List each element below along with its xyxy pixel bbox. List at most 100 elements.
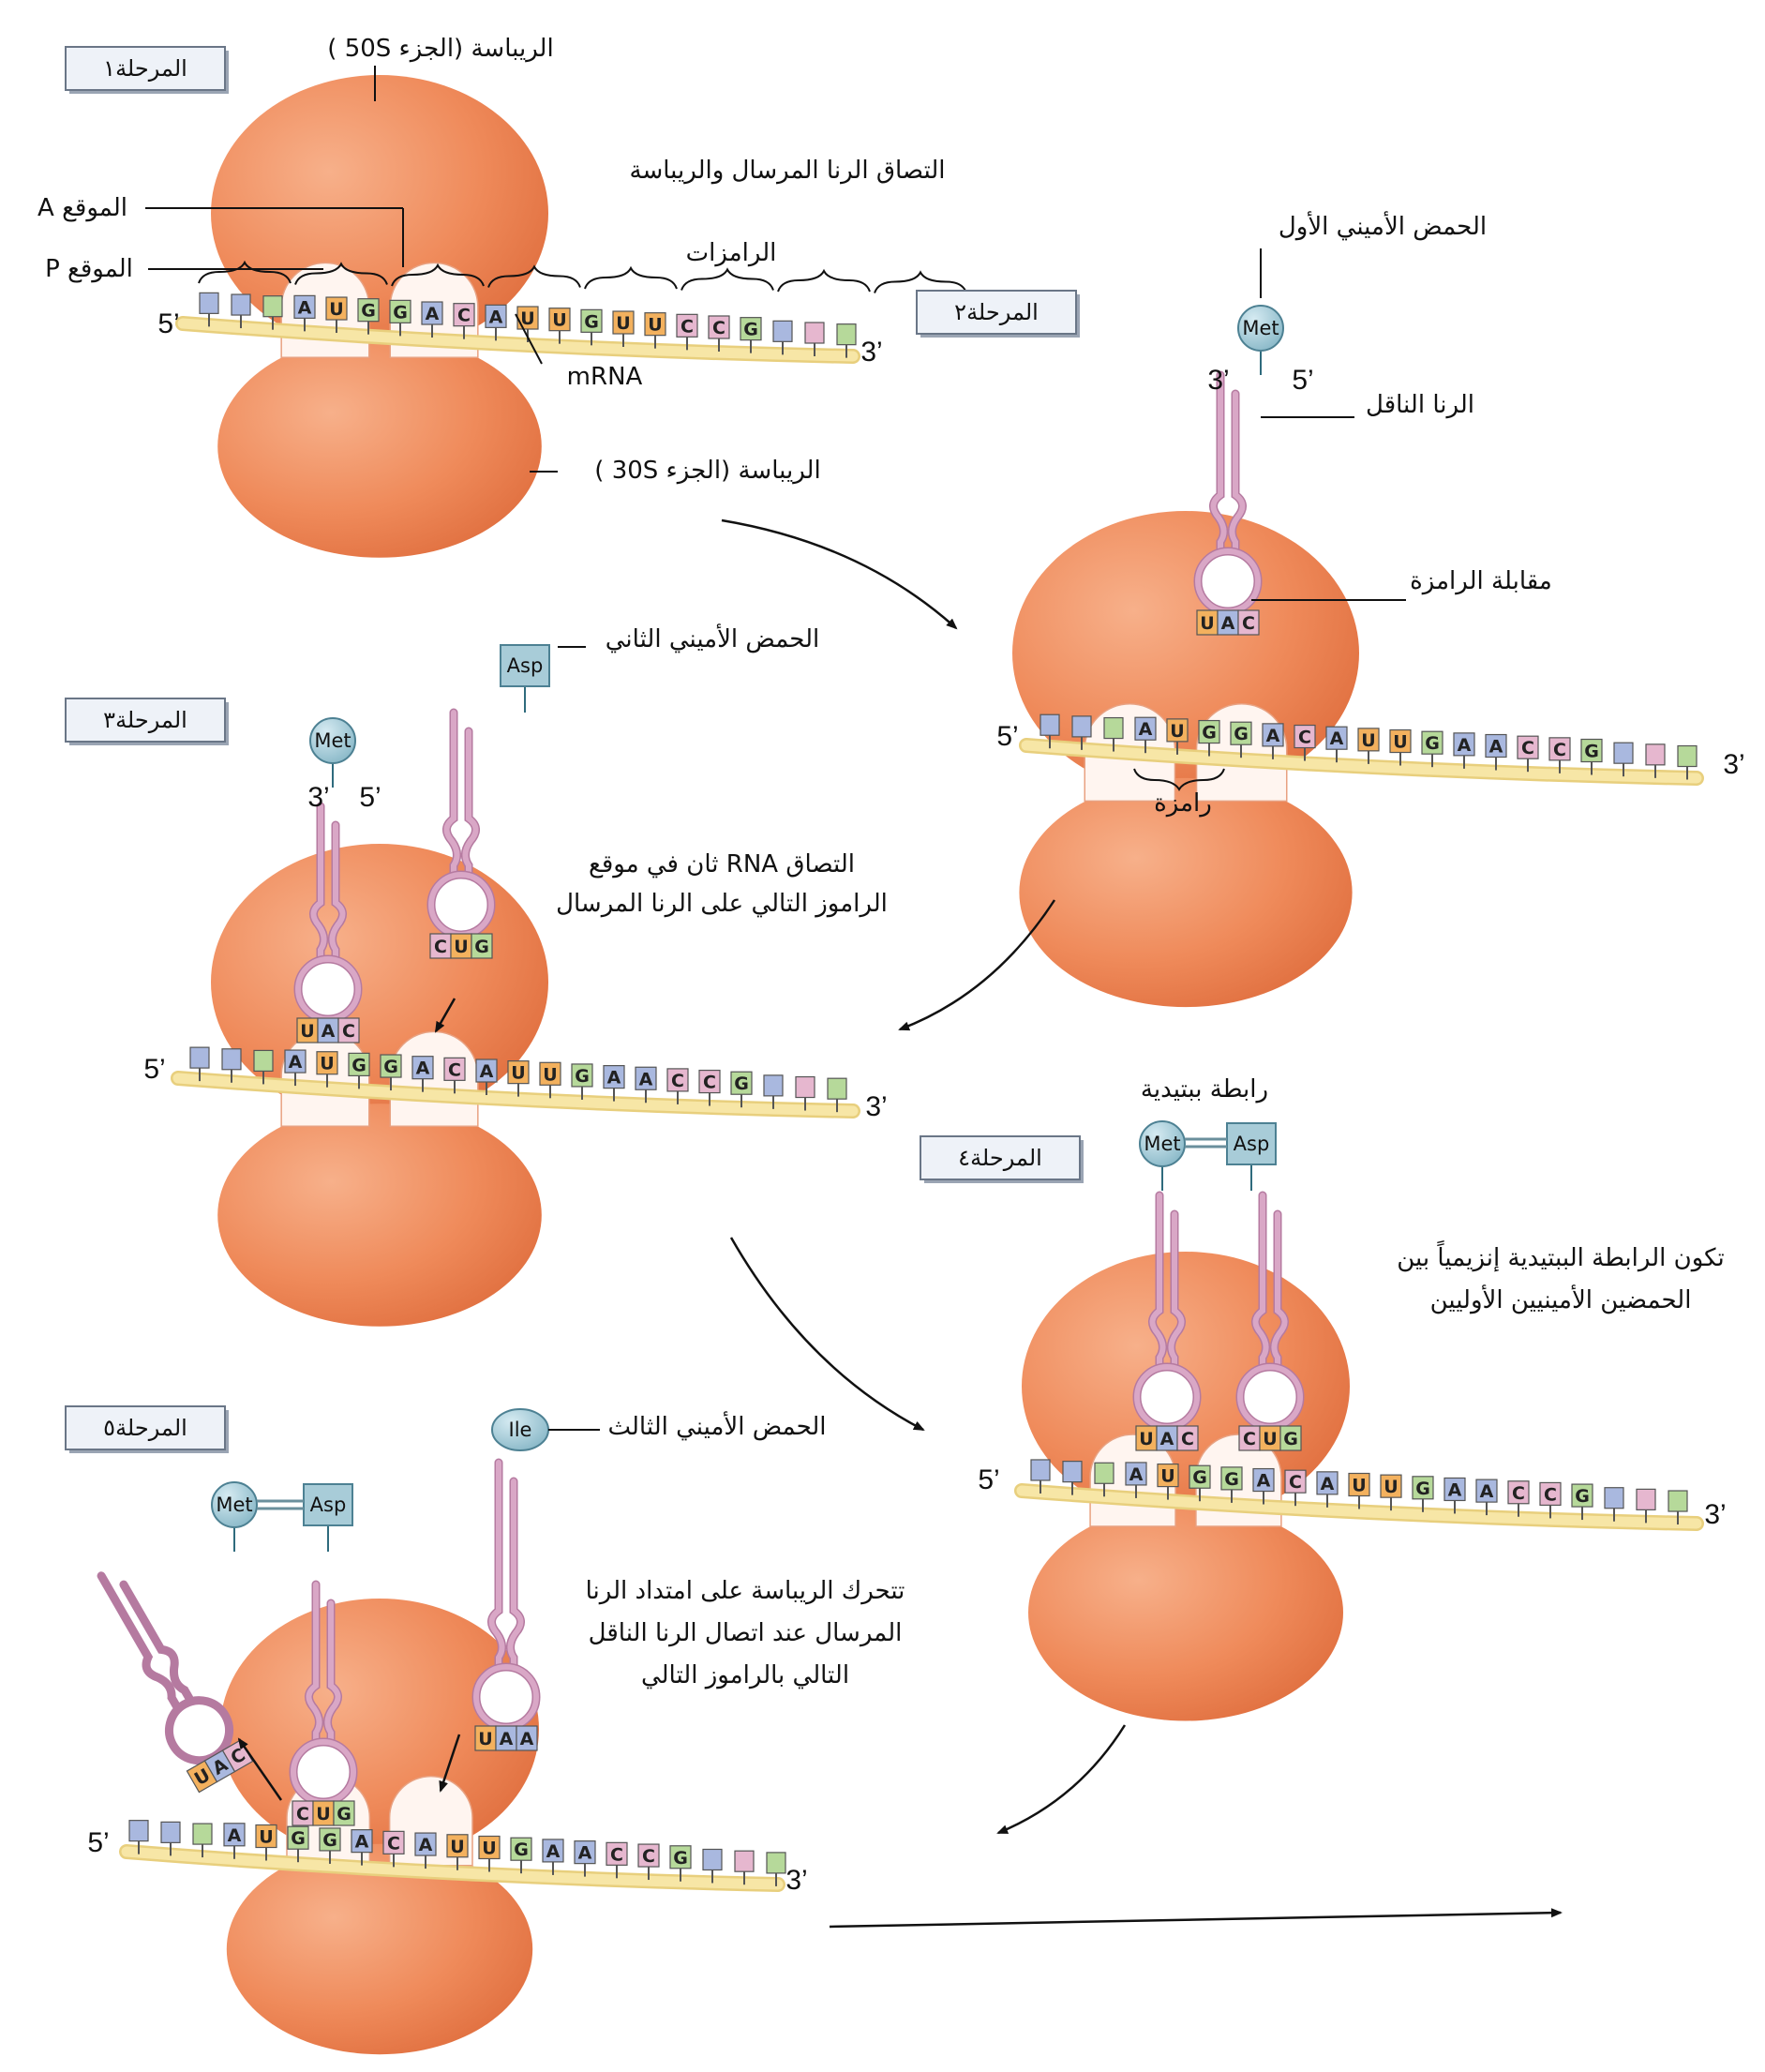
- mrna-base: [1453, 732, 1475, 757]
- codon-brace: [487, 264, 581, 288]
- trna-strand-fill: [1229, 391, 1246, 560]
- mrna-base-letter: G: [1192, 1467, 1207, 1488]
- anticodon-letter: C: [1243, 1429, 1256, 1449]
- mrna-base-letter: A: [578, 1843, 592, 1864]
- mrna-base: [1157, 1463, 1179, 1488]
- second-aa-label: الحمض الأميني الثاني: [606, 623, 820, 653]
- mrna-base-letter: G: [734, 1074, 749, 1094]
- mrna-base-letter: U: [616, 313, 630, 334]
- mrna-base-letter: G: [743, 320, 758, 340]
- mrna-base-letter: U: [1170, 721, 1184, 742]
- mrna-base: [389, 299, 411, 323]
- anticodon-letter: C: [296, 1804, 309, 1824]
- mrna-base: [510, 1837, 532, 1861]
- asp-stage-3: [500, 644, 550, 687]
- mrna-base-letter: G: [1202, 723, 1217, 743]
- stage-4-box: [920, 1135, 1081, 1180]
- mrna-base-letter: U: [1393, 732, 1407, 753]
- peptide-bond-label: رابطة ببتيدية: [1141, 1075, 1268, 1104]
- mrna-base-letter: U: [329, 299, 343, 320]
- three-prime-1: 3’: [860, 337, 882, 368]
- mrna-base: [1389, 728, 1412, 754]
- mrna-base-letter: A: [228, 1825, 242, 1846]
- mrna-base: [351, 1829, 373, 1854]
- mrna-base: [635, 1066, 657, 1090]
- mrna-base: [1636, 1488, 1656, 1510]
- mrna-base: [766, 1852, 786, 1874]
- mrna-base: [128, 1820, 149, 1842]
- mrna-base-letter: A: [1321, 1474, 1335, 1494]
- mrna-base: [763, 1074, 784, 1097]
- mrna-base: [221, 1048, 242, 1071]
- mrna-base-letter: C: [681, 316, 694, 337]
- five-prime-4: 5’: [978, 1464, 999, 1495]
- mrna-base: [319, 1827, 341, 1852]
- mrna-base: [507, 1060, 530, 1085]
- mrna-base-letter: G: [584, 311, 599, 332]
- mrna-base-letter: A: [419, 1835, 433, 1855]
- stage5-text-3: التالي بالراموز التالي: [641, 1661, 849, 1689]
- mrna-base: [478, 1835, 501, 1860]
- mrna-base: [348, 1052, 370, 1076]
- anticodon-letter: A: [1221, 613, 1235, 634]
- mrna-base: [446, 1834, 469, 1858]
- mrna-base: [1262, 723, 1284, 747]
- anticodon-letter: U: [1263, 1429, 1277, 1449]
- mrna-base: [160, 1821, 181, 1843]
- trna-strand: [119, 1580, 194, 1703]
- mrna-base-letter: C: [1544, 1484, 1557, 1505]
- codons-label: الرامزات: [686, 239, 777, 267]
- codon-brace: [198, 260, 292, 284]
- small-subunit-label: الريباسة (الجزء 30S ): [594, 457, 820, 485]
- anticodon-letter: A: [520, 1729, 534, 1749]
- mrna-base-letter: G: [1234, 724, 1249, 744]
- mrna-base: [421, 301, 443, 325]
- mrna-base: [574, 1840, 596, 1865]
- anticodon-letter: U: [316, 1804, 330, 1824]
- mrna-base: [1485, 733, 1507, 758]
- mrna-base: [1316, 1471, 1339, 1495]
- mrna-base: [1220, 1466, 1243, 1491]
- mrna-base: [1580, 738, 1603, 763]
- mrna-base-letter: A: [1129, 1464, 1144, 1485]
- mrna-base-letter: A: [1266, 726, 1280, 746]
- mrna-base: [1668, 1490, 1688, 1512]
- arrow-4-to-5: [996, 1724, 1127, 1835]
- mrna-base-letter: U: [552, 310, 566, 331]
- small-subunit: [226, 1843, 533, 2055]
- mrna-base-letter: G: [1584, 742, 1599, 762]
- mrna-base: [1125, 1462, 1147, 1486]
- mrna-base-letter: U: [511, 1063, 525, 1084]
- mrna-base-letter: U: [1160, 1466, 1174, 1487]
- mrna-base-letter: A: [607, 1068, 621, 1089]
- mrna-base: [325, 296, 348, 321]
- mrna-base-letter: C: [448, 1059, 461, 1080]
- mrna-base: [708, 315, 730, 339]
- mrna-base-letter: A: [489, 307, 503, 327]
- mrna-base: [580, 308, 603, 333]
- anticodon-letter: C: [1181, 1429, 1194, 1449]
- mrna-base: [795, 1075, 815, 1099]
- three-prime-3: 3’: [865, 1091, 887, 1122]
- mrna-base: [1284, 1469, 1307, 1494]
- trna-strand-fill: [1210, 372, 1227, 560]
- stage3-text-1: التصاق RNA ثان في موقع: [589, 850, 855, 878]
- mrna-base-letter: C: [1553, 740, 1566, 760]
- five-prime-3: 5’: [143, 1054, 165, 1085]
- stage-5-box: [65, 1405, 226, 1450]
- mrna-base-letter: U: [259, 1827, 273, 1848]
- mrna-base: [1443, 1477, 1466, 1502]
- met-stage-5-label: Met: [216, 1494, 252, 1516]
- arrow-continue: [829, 1908, 1563, 1929]
- trna-strand-fill: [488, 1460, 505, 1675]
- mrna-base-letter: U: [1352, 1476, 1366, 1496]
- mrna-base: [1198, 719, 1220, 744]
- mrna-base-letter: C: [1512, 1483, 1525, 1504]
- mrna-base: [1380, 1474, 1402, 1498]
- mrna-base: [287, 1825, 309, 1850]
- mrna-base-letter: A: [639, 1069, 653, 1089]
- mrna-base: [1103, 716, 1124, 740]
- stage3-text-2: الراموز التالي على الرنا المرسال: [556, 890, 888, 918]
- mrna-base-letter: C: [1289, 1472, 1302, 1493]
- stage4-text-1: تكون الرابطة الببتيدية إنزيمياً بين: [1397, 1239, 1724, 1272]
